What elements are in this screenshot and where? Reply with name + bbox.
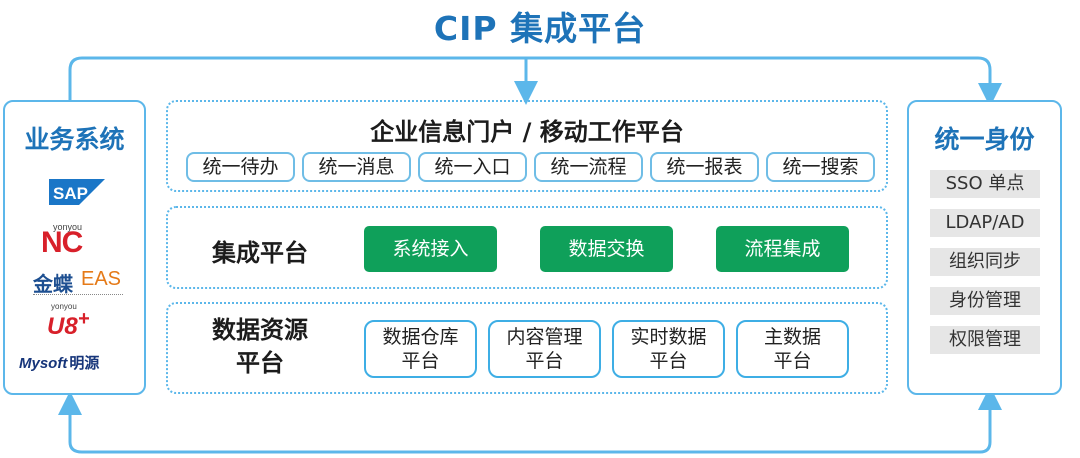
diagram-title: CIP 集成平台: [433, 9, 647, 48]
u8-logo-text: U8: [47, 313, 78, 340]
integration-item-access: 系统接入: [364, 226, 497, 272]
resources-title-line1: 数据资源: [212, 316, 308, 344]
resource-item-warehouse-line2: 平台: [401, 350, 440, 372]
mysoft-logo-cn: 明源: [69, 355, 100, 372]
resource-item-content-line1: 内容管理: [506, 326, 583, 348]
resource-item-master-line2: 平台: [773, 350, 812, 372]
resource-item-content-line2: 平台: [525, 350, 564, 372]
portal-item-search: 统一搜索: [766, 152, 875, 182]
sap-logo-shape: SAP: [49, 179, 105, 205]
identity-item-org-sync: 组织同步: [930, 248, 1040, 276]
bottom-flow-line: [58, 386, 1002, 454]
identity-item-ldap: LDAP/AD: [930, 209, 1040, 237]
kingdee-logo-cn: 金蝶: [33, 272, 73, 296]
kingdee-tagline-icon: [33, 294, 123, 299]
integration-section: 集成平台 系统接入 数据交换 流程集成: [166, 206, 888, 289]
portal-title: 企业信息门户 / 移动工作平台: [370, 118, 684, 146]
resource-item-warehouse: 数据仓库 平台: [364, 320, 477, 378]
nc-logo: NC: [41, 226, 83, 259]
integration-item-exchange: 数据交换: [540, 226, 673, 272]
portal-section: 企业信息门户 / 移动工作平台 统一待办 统一消息 统一入口 统一流程 统一报表…: [166, 100, 888, 192]
business-systems-panel: 业务系统 SAP yonyou NC 金蝶 EAS yonyou U8+ Mys…: [3, 100, 146, 395]
resources-section: 数据资源 平台 数据仓库 平台 内容管理 平台 实时数据 平台 主数据 平台: [166, 302, 888, 394]
u8-logo: U8+: [47, 308, 89, 341]
resource-item-warehouse-line1: 数据仓库: [382, 326, 459, 348]
portal-item-process: 统一流程: [534, 152, 643, 182]
identity-title: 统一身份: [934, 125, 1035, 154]
identity-item-identity-mgmt: 身份管理: [930, 287, 1040, 315]
eas-logo: EAS: [81, 268, 122, 290]
resource-item-master-line1: 主数据: [763, 326, 821, 348]
portal-item-message: 统一消息: [302, 152, 411, 182]
portal-item-report: 统一报表: [650, 152, 759, 182]
yonyou-small-text-2: yonyou: [51, 302, 77, 311]
u8-plus-icon: +: [77, 308, 90, 330]
identity-panel: 统一身份 SSO 单点 LDAP/AD 组织同步 身份管理 权限管理: [907, 100, 1062, 395]
identity-item-sso: SSO 单点: [930, 170, 1040, 198]
resources-title-line2: 平台: [236, 349, 284, 377]
yonyou-small-text: yonyou: [53, 222, 83, 232]
resource-item-realtime-line2: 平台: [649, 350, 688, 372]
portal-item-entry: 统一入口: [418, 152, 527, 182]
resource-item-master: 主数据 平台: [736, 320, 849, 378]
mysoft-logo-text: Mysoft: [19, 355, 68, 372]
portal-item-todo: 统一待办: [186, 152, 295, 182]
resources-title: 数据资源 平台: [212, 314, 308, 380]
resource-item-content: 内容管理 平台: [488, 320, 601, 378]
top-flow-line: [68, 56, 1002, 107]
identity-item-permission-mgmt: 权限管理: [930, 326, 1040, 354]
business-systems-title: 业务系统: [24, 125, 125, 154]
integration-item-process: 流程集成: [716, 226, 849, 272]
resource-item-realtime: 实时数据 平台: [612, 320, 725, 378]
svg-text:SAP: SAP: [53, 184, 88, 203]
sap-logo: SAP: [49, 179, 105, 209]
resource-item-realtime-line1: 实时数据: [630, 326, 707, 348]
integration-title: 集成平台: [212, 239, 308, 267]
